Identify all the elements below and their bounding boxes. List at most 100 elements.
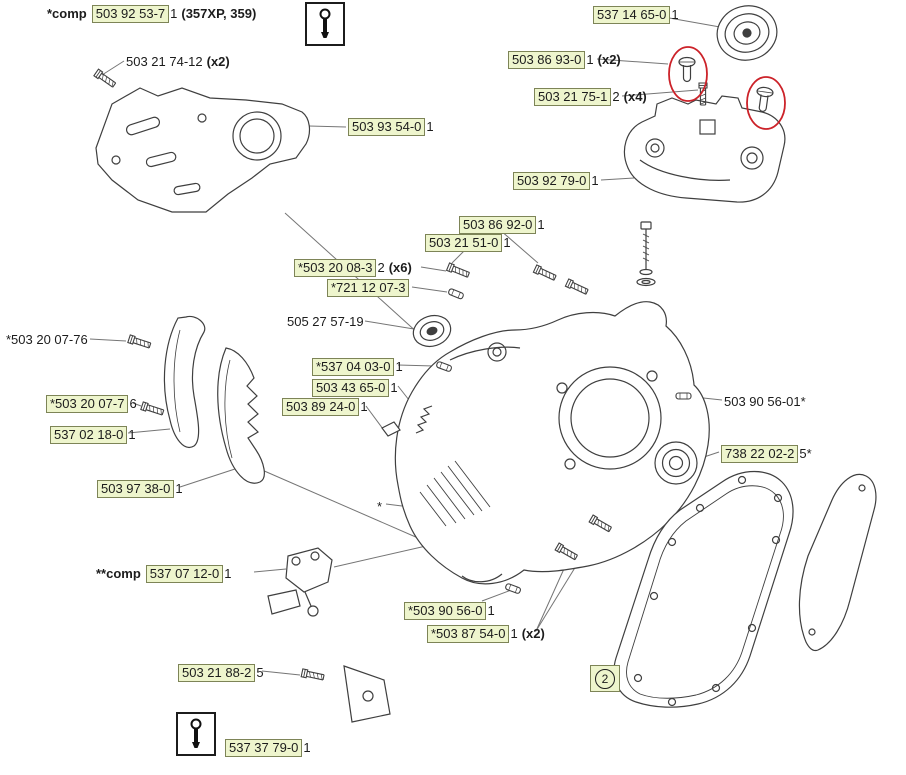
label-rest: 1 [487, 603, 495, 618]
part-label: *721 12 07-3 [327, 279, 410, 297]
t-wrench-icon [190, 718, 202, 748]
part-number[interactable]: *721 12 07-3 [327, 279, 410, 297]
label-prefix: *comp [47, 6, 87, 21]
label-rest: 1 [503, 235, 511, 250]
part-label: *503 20 07-76 [6, 331, 88, 349]
cover-outline-art [798, 473, 877, 652]
part-label: 503 21 74-12(x2) [126, 53, 230, 71]
part-number[interactable]: 537 14 65-0 [593, 6, 671, 24]
part-number[interactable]: *503 20 08-3 [294, 259, 377, 277]
part-number[interactable]: 503 97 38-0 [97, 480, 175, 498]
part-number[interactable]: 503 21 51-0 [425, 234, 503, 252]
asterisk-marker: * [377, 498, 382, 516]
part-number[interactable]: *503 87 54-0 [427, 625, 510, 643]
part-label: 505 27 57-19 [287, 313, 364, 331]
bushing-art [678, 56, 774, 112]
label-rest: 1 [390, 380, 398, 395]
label-rest: 1 [360, 399, 368, 414]
part-number[interactable]: *537 04 03-0 [312, 358, 395, 376]
label-qty: (x2) [206, 54, 230, 69]
part-number-plain: *503 20 07-76 [6, 332, 88, 347]
part-number[interactable]: 503 92 53-7 [91, 5, 170, 23]
label-qty: (357XP, 359) [181, 6, 257, 21]
label-rest: 6 [129, 396, 137, 411]
gasket-art [613, 471, 794, 708]
long-screw-art [636, 221, 656, 287]
label-rest: 1 [586, 52, 594, 67]
label-qty: (x4) [623, 89, 647, 104]
part-number[interactable]: *503 90 56-0 [404, 602, 487, 620]
brake-guard-art [163, 315, 265, 484]
red-highlight-circles [668, 46, 786, 130]
label-rest: 1 [591, 173, 599, 188]
part-number[interactable]: 537 02 18-0 [50, 426, 128, 444]
part-number[interactable]: 738 22 02-2 [721, 445, 799, 463]
label-rest: 1 [175, 481, 183, 496]
part-number[interactable]: 503 86 93-0 [508, 51, 586, 69]
spring-art [415, 405, 433, 434]
asterisk-text: * [377, 499, 383, 514]
label-rest: 1 [426, 119, 434, 134]
part-number[interactable]: 503 86 92-0 [459, 216, 537, 234]
part-number[interactable]: 503 92 79-0 [513, 172, 591, 190]
tool-required-box [305, 2, 345, 46]
part-label: 503 90 56-01* [724, 393, 806, 411]
wedge-art [381, 421, 401, 437]
part-number[interactable]: 503 43 65-0 [312, 379, 390, 397]
parts-art [93, 5, 877, 723]
label-rest: 1 [510, 626, 518, 641]
part-number[interactable]: 503 89 24-0 [282, 398, 360, 416]
part-number[interactable]: 503 21 88-2 [178, 664, 256, 682]
oval-cover-art [716, 5, 778, 61]
label-rest: 1 [170, 6, 178, 21]
label-rest: 1 [303, 740, 311, 755]
part-number[interactable]: 537 07 12-0 [145, 565, 224, 583]
label-rest: 1 [128, 427, 136, 442]
label-rest: 2 [612, 89, 620, 104]
bottom-bracket-art [343, 665, 391, 723]
label-rest: 1 [224, 566, 232, 581]
callout-2-number: 2 [595, 668, 615, 689]
label-prefix: **comp [96, 566, 141, 581]
part-number-plain: 503 21 74-12 [126, 54, 203, 69]
label-qty: (x6) [388, 260, 412, 275]
bracket-art [623, 95, 786, 203]
callout-2-badge[interactable]: 2 [590, 665, 620, 692]
label-rest: 5 [256, 665, 264, 680]
part-number[interactable]: 537 37 79-0 [225, 739, 303, 757]
part-number-plain: 505 27 57-19 [287, 314, 364, 329]
part-number[interactable]: *503 20 07-7 [46, 395, 129, 413]
t-wrench-icon [319, 8, 331, 38]
crankcase-art [394, 301, 710, 585]
label-qty: (x2) [521, 626, 545, 641]
part-number[interactable]: 503 21 75-1 [534, 88, 612, 106]
bearing-art [654, 441, 698, 485]
label-rest: 5* [799, 446, 812, 461]
label-qty: (x2) [597, 52, 621, 67]
clamp-art [267, 547, 333, 617]
label-rest: 1 [537, 217, 545, 232]
guide-plate-art [95, 87, 311, 213]
label-rest: 2 [377, 260, 385, 275]
part-number[interactable]: 503 93 54-0 [348, 118, 426, 136]
